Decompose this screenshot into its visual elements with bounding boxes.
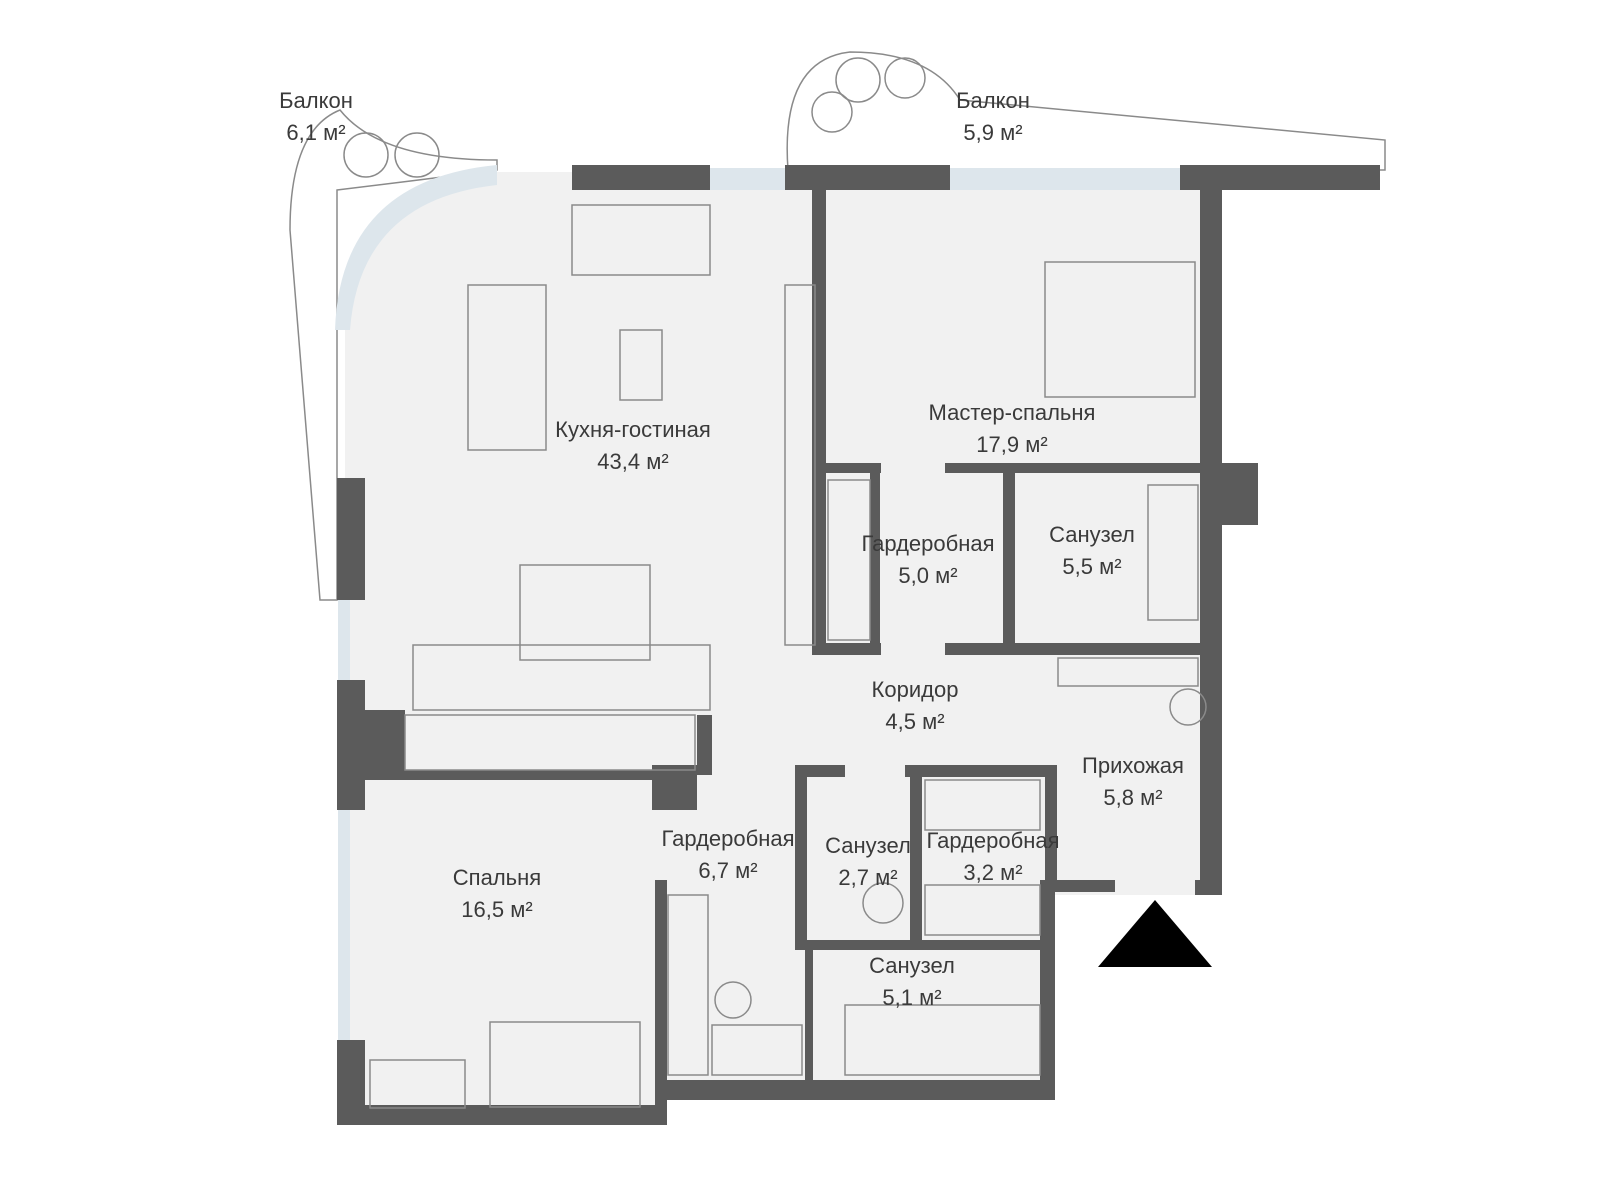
room-area: 16,5 м²	[461, 897, 532, 922]
window	[338, 600, 350, 680]
apartment-floor	[345, 172, 1200, 1125]
room-name: Прихожая	[1082, 753, 1184, 778]
entrance-triangle-icon	[1098, 900, 1212, 967]
master-bed	[1044, 261, 1196, 398]
room-name: Спальня	[453, 865, 541, 890]
sofa	[571, 204, 711, 276]
room-area: 6,1 м²	[286, 120, 345, 145]
desk	[369, 1059, 466, 1109]
room-name: Мастер-спальня	[929, 400, 1096, 425]
balcony-chair	[811, 91, 853, 133]
room-name: Санузел	[869, 953, 955, 978]
room-name: Балкон	[956, 88, 1030, 113]
wardrobe	[827, 479, 871, 641]
room-name: Кухня-гостиная	[555, 417, 711, 442]
balcony-left-outline	[289, 109, 498, 601]
tv-unit	[784, 284, 816, 646]
room-name: Гардеробная	[661, 826, 794, 851]
balcony-chair	[394, 132, 440, 178]
bed	[489, 1021, 641, 1108]
kitchen-floor-tiles	[412, 644, 711, 711]
window	[950, 168, 1180, 190]
room-area: 5,1 м²	[882, 985, 941, 1010]
room-area: 3,2 м²	[963, 860, 1022, 885]
washing-machine	[862, 882, 904, 924]
room-area: 43,4 м²	[597, 449, 668, 474]
wardrobe	[667, 894, 709, 1076]
balcony-chair	[835, 57, 881, 103]
ottoman	[714, 981, 752, 1019]
room-area: 5,5 м²	[1062, 554, 1121, 579]
round-table	[1169, 688, 1207, 726]
kitchen-counter	[404, 714, 696, 771]
room-area: 5,0 м²	[898, 563, 957, 588]
bathtub	[844, 1004, 1041, 1076]
room-area: 5,8 м²	[1103, 785, 1162, 810]
window	[338, 810, 350, 1040]
balcony-chair	[343, 132, 389, 178]
room-name: Коридор	[872, 677, 959, 702]
room-labels: Балкон 6,1 м² Балкон 5,9 м² Кухня-гостин…	[279, 88, 1184, 1010]
balcony-right-outline	[786, 51, 1386, 171]
room-name: Гардеробная	[926, 828, 1059, 853]
room-area: 2,7 м²	[838, 865, 897, 890]
room-area: 5,9 м²	[963, 120, 1022, 145]
room-area: 17,9 м²	[976, 432, 1047, 457]
room-name: Балкон	[279, 88, 353, 113]
wardrobe	[711, 1024, 803, 1076]
room-name: Гардеробная	[861, 531, 994, 556]
room-area: 4,5 м²	[885, 709, 944, 734]
dining-table	[519, 564, 651, 661]
room-name: Санузел	[825, 833, 911, 858]
furniture	[369, 204, 1207, 1109]
room-name: Санузел	[1049, 522, 1135, 547]
wardrobe	[924, 779, 1041, 831]
window	[710, 168, 785, 190]
coffee-table	[619, 329, 663, 401]
sofa	[467, 284, 547, 451]
wardrobe	[924, 884, 1041, 936]
room-area: 6,7 м²	[698, 858, 757, 883]
balcony-chair	[884, 57, 926, 99]
bathtub	[1147, 484, 1199, 621]
console	[1057, 657, 1199, 687]
glazing-curve	[335, 165, 497, 330]
